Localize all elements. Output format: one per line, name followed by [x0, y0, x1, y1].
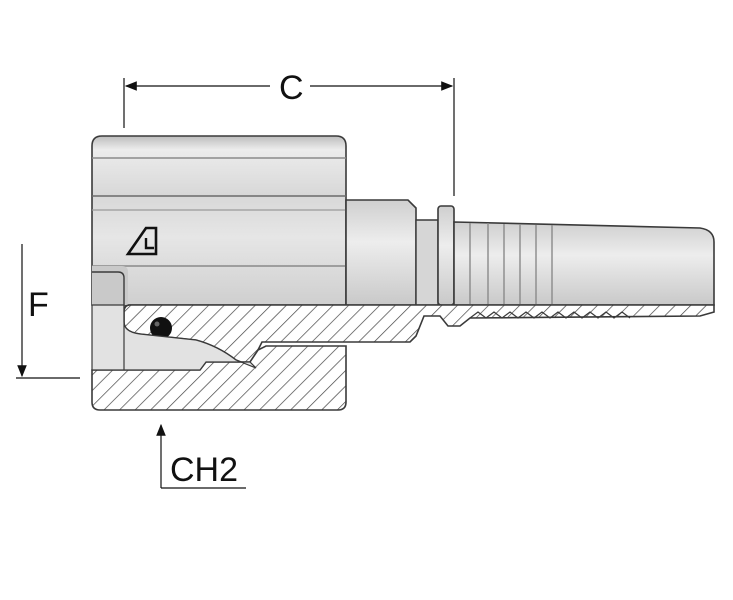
dimension-label-c: C [279, 69, 304, 107]
manufacturer-logo-icon [125, 226, 158, 256]
nut-body [91, 135, 347, 306]
dimension-c: C [123, 69, 455, 196]
stem-shoulder [345, 199, 417, 306]
stem-neck [415, 219, 439, 306]
dimension-ch2: CH2 [156, 423, 246, 489]
hose-tail-barbs [469, 223, 553, 305]
hose-tail [453, 221, 715, 306]
fitting-stem [345, 199, 715, 306]
dimension-label-ch2: CH2 [170, 451, 238, 489]
stem-collar [437, 205, 455, 306]
hex-nut [91, 135, 347, 306]
dimension-f: F [16, 244, 80, 379]
nut-section [91, 345, 347, 411]
nut-bore-shadow [92, 266, 128, 305]
o-ring-highlight [154, 321, 160, 327]
cross-section [91, 304, 715, 411]
dimension-label-f: F [28, 286, 49, 324]
thread-profile [469, 311, 631, 319]
nut-inner-bore [91, 304, 257, 371]
nut-bore-edge [92, 271, 125, 305]
